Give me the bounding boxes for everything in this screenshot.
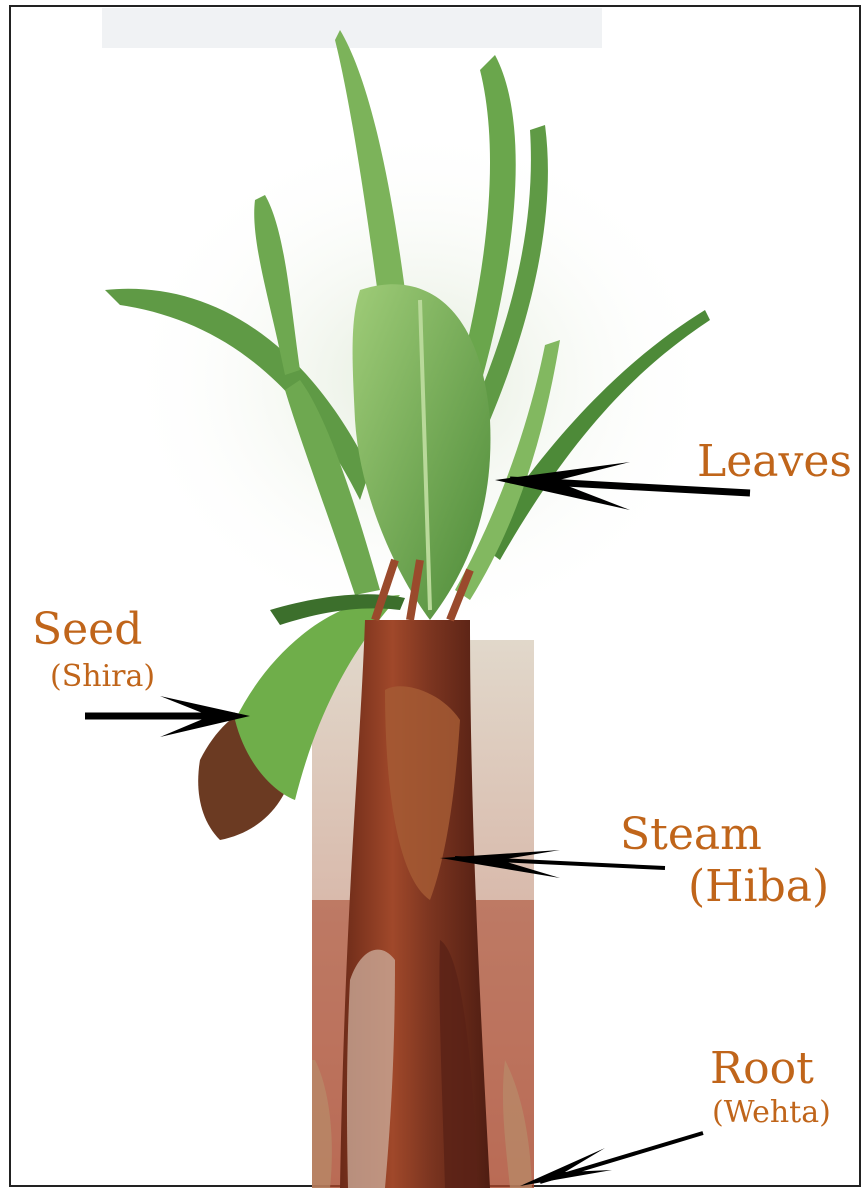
arrow-root: [520, 1133, 703, 1186]
label-seed: Seed: [32, 608, 142, 652]
label-root-local: (Wehta): [712, 1098, 831, 1128]
label-root: Root: [710, 1047, 814, 1091]
label-stem: Steam: [620, 813, 762, 857]
label-stem-local: (Hiba): [688, 865, 829, 909]
sky-haze: [102, 8, 602, 48]
stem-sheath-2: [347, 950, 395, 1188]
label-leaves: Leaves: [697, 440, 852, 484]
label-seed-local: (Shira): [50, 662, 155, 692]
